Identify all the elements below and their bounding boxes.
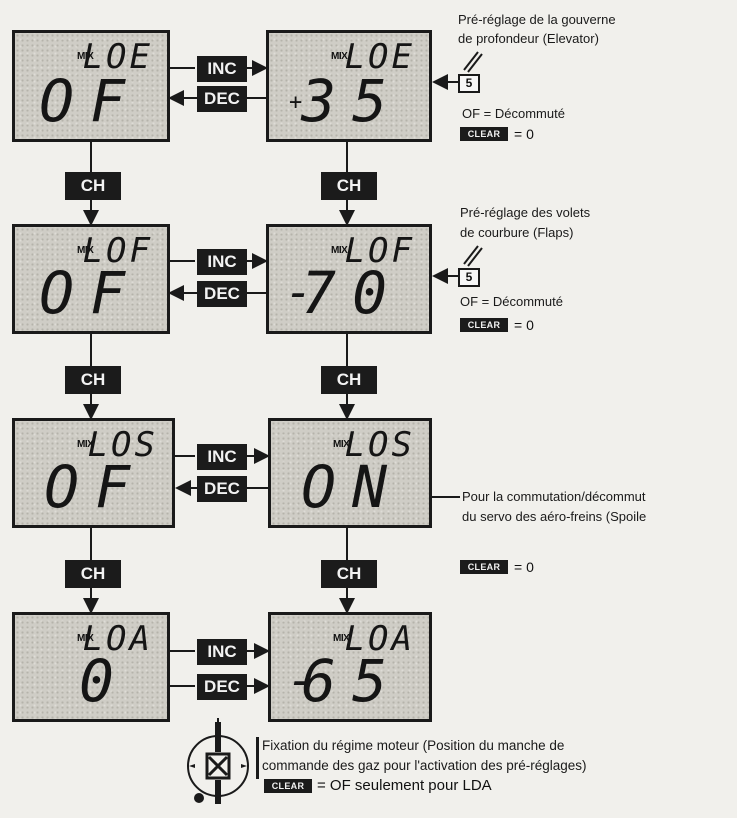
key-5-button[interactable]: 5 [458, 268, 480, 287]
clear-button[interactable]: CLEAR [460, 560, 508, 574]
dec-button[interactable]: DEC [197, 281, 247, 307]
dec-button[interactable]: DEC [197, 674, 247, 700]
display-sign: - [287, 653, 315, 707]
clear-button[interactable]: CLEAR [460, 127, 508, 141]
inc-button[interactable]: INC [197, 444, 247, 470]
dec-button[interactable]: DEC [197, 86, 247, 112]
mix-tag: MIX [331, 51, 348, 62]
display-lof-off: MIX LOF OF [12, 224, 170, 334]
ch-button[interactable]: CH [65, 366, 121, 394]
ch-button[interactable]: CH [65, 560, 121, 588]
display-sign: - [285, 265, 313, 319]
mix-tag: MIX [77, 439, 94, 450]
display-sign: + [289, 90, 303, 115]
display-code: LOA [82, 619, 153, 659]
display-code: LOE [82, 37, 153, 77]
display-value: 70 [301, 259, 403, 327]
mix-tag: MIX [77, 633, 94, 644]
throttle-stick-icon [187, 722, 249, 804]
display-value: 35 [301, 67, 403, 135]
display-value: OF [44, 453, 146, 521]
mix-tag: MIX [77, 245, 94, 256]
inc-button[interactable]: INC [197, 249, 247, 275]
flaps-note-line1: Pré-réglage des volets [460, 205, 591, 220]
display-loe-off: MIX LOE OF [12, 30, 170, 142]
flaps-clear-note: = 0 [514, 317, 534, 333]
ch-button[interactable]: CH [65, 172, 121, 200]
throttle-note-line1: Fixation du régime moteur (Position du m… [262, 738, 565, 753]
spoiler-note-line1: Pour la commutation/décommut [462, 489, 646, 504]
display-value: ON [301, 453, 403, 521]
mix-tag: MIX [333, 633, 350, 644]
display-value: OF [39, 259, 141, 327]
display-loa-set: MIX LOA - 65 [268, 612, 432, 722]
display-value: 65 [301, 647, 403, 715]
display-value: 0 [79, 647, 130, 715]
key-5-button[interactable]: 5 [458, 74, 480, 93]
inc-button[interactable]: INC [197, 56, 247, 82]
mix-tag: MIX [77, 51, 94, 62]
display-code: LOF [82, 231, 153, 271]
display-los-off: MIX LOS OF [12, 418, 175, 528]
elevator-note-line1: Pré-réglage de la gouverne [458, 12, 616, 27]
mix-tag: MIX [331, 245, 348, 256]
throttle-bracket [256, 737, 259, 779]
flaps-off-note: OF = Décommuté [460, 294, 563, 309]
ch-button[interactable]: CH [321, 172, 377, 200]
elevator-off-note: OF = Décommuté [462, 106, 565, 121]
clear-button[interactable]: CLEAR [460, 318, 508, 332]
display-los-set: MIX LOS ON [268, 418, 432, 528]
elevator-clear-note: = 0 [514, 126, 534, 142]
inc-button[interactable]: INC [197, 639, 247, 665]
throttle-clear-note: = OF seulement pour LDA [317, 777, 492, 794]
display-code: LOF [344, 231, 415, 271]
display-code: LOE [344, 37, 415, 77]
flaps-note-line2: de courbure (Flaps) [460, 225, 574, 240]
elevator-note-line2: de profondeur (Elevator) [458, 31, 599, 46]
display-loe-set: MIX LOE + 35 [266, 30, 432, 142]
display-code: LOS [344, 425, 415, 465]
throttle-note-line2: commande des gaz pour l'activation des p… [262, 758, 587, 773]
display-loa-off: MIX LOA 0 [12, 612, 170, 722]
ch-button[interactable]: CH [321, 366, 377, 394]
mix-tag: MIX [333, 439, 350, 450]
spoiler-clear-note: = 0 [514, 559, 534, 575]
display-value: OF [39, 67, 141, 135]
dec-button[interactable]: DEC [197, 476, 247, 502]
display-lof-set: MIX LOF - 70 [266, 224, 432, 334]
clear-button[interactable]: CLEAR [264, 779, 312, 793]
ch-button[interactable]: CH [321, 560, 377, 588]
display-code: LOA [344, 619, 415, 659]
spoiler-note-line2: du servo des aéro-freins (Spoile [462, 509, 647, 524]
display-code: LOS [87, 425, 158, 465]
